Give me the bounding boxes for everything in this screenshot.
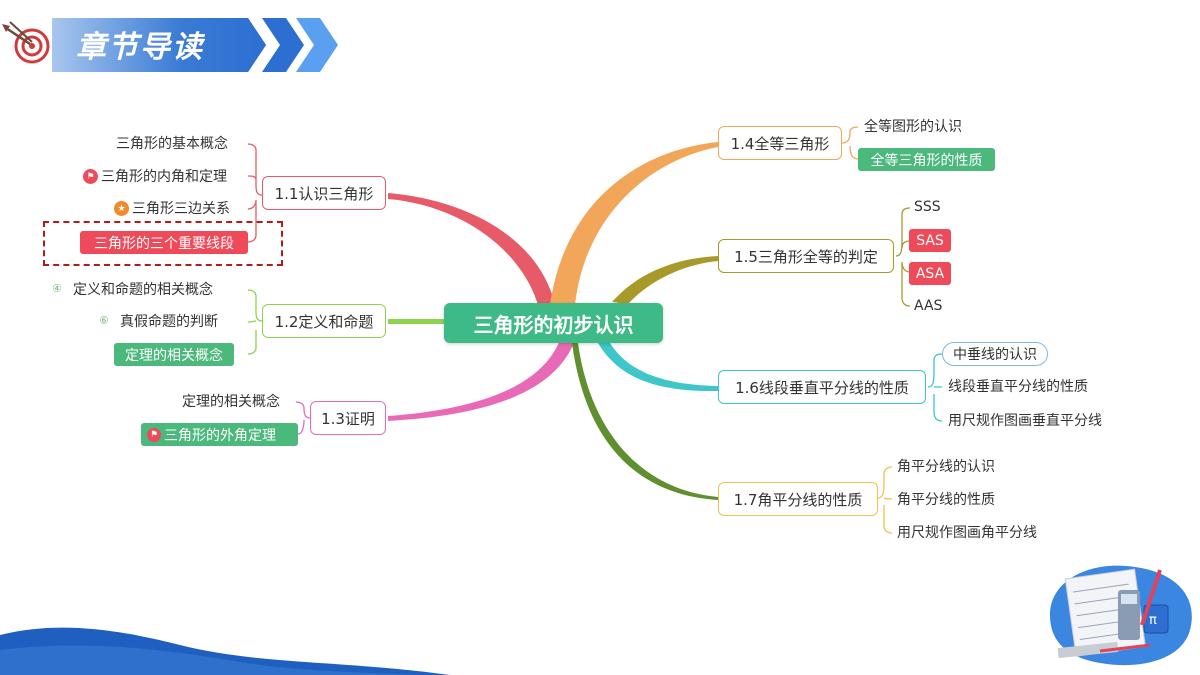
- item-1-3-2[interactable]: ⚑ 三角形的外角定理: [141, 423, 298, 446]
- connector-1-5: [612, 256, 718, 304]
- branch-1-1[interactable]: 1.1认识三角形: [262, 176, 386, 210]
- bracket-1-5: [895, 207, 911, 307]
- item-1-1-4[interactable]: 三角形的三个重要线段: [80, 231, 248, 254]
- item-1-1-3[interactable]: 三角形三边关系: [132, 201, 230, 217]
- pencil-icon: [1140, 569, 1162, 626]
- marker-4: ④: [52, 282, 62, 295]
- item-1-2-1[interactable]: 定义和命题的相关概念: [73, 282, 213, 298]
- header-title: 章节导读: [76, 30, 204, 65]
- dashed-highlight-box: [43, 221, 283, 266]
- connector-1-4: [550, 142, 718, 305]
- item-1-5-2[interactable]: SAS: [909, 229, 951, 252]
- item-1-5-4[interactable]: AAS: [914, 298, 943, 314]
- center-node[interactable]: 三角形的初步认识: [444, 303, 663, 343]
- item-1-6-2[interactable]: 线段垂直平分线的性质: [948, 379, 1088, 395]
- item-1-1-1[interactable]: 三角形的基本概念: [116, 136, 228, 152]
- header-decoration: [2, 18, 338, 72]
- item-1-5-3[interactable]: ASA: [909, 262, 951, 285]
- connector-1-7: [572, 343, 718, 500]
- bracket-1-4: [841, 126, 859, 160]
- ruler-icon: [1057, 641, 1119, 659]
- branch-1-2[interactable]: 1.2定义和命题: [262, 304, 386, 338]
- bracket-1-7: [877, 466, 893, 534]
- bracket-1-2: [247, 289, 263, 355]
- bracket-1-6: [927, 353, 943, 422]
- bottom-wave-decoration: [0, 627, 450, 675]
- branch-1-7[interactable]: 1.7角平分线的性质: [718, 482, 878, 516]
- branch-1-4[interactable]: 1.4全等三角形: [718, 126, 842, 160]
- item-1-1-2[interactable]: 三角形的内角和定理: [101, 169, 227, 185]
- dart-target-icon: [2, 21, 50, 64]
- connector-1-1: [388, 193, 555, 312]
- flag-icon: ⚑: [83, 169, 98, 184]
- connector-1-6: [598, 343, 718, 392]
- item-1-4-2[interactable]: 全等三角形的性质: [858, 148, 995, 171]
- item-1-3-2-label: 三角形的外角定理: [164, 427, 276, 444]
- item-1-5-1[interactable]: SSS: [914, 199, 941, 215]
- connector-1-3: [388, 340, 575, 421]
- star-icon: ★: [114, 201, 129, 216]
- item-1-3-1[interactable]: 定理的相关概念: [182, 394, 280, 410]
- bracket-1-3: [295, 401, 311, 435]
- item-1-6-3[interactable]: 用尺规作图画垂直平分线: [948, 413, 1102, 429]
- item-1-7-2[interactable]: 角平分线的性质: [897, 492, 995, 508]
- svg-text:π: π: [1149, 613, 1157, 628]
- bracket-1-1: [247, 143, 263, 243]
- flag-icon: ⚑: [147, 427, 161, 442]
- item-1-4-1[interactable]: 全等图形的认识: [864, 119, 962, 135]
- connector-1-2: [388, 319, 444, 324]
- branch-1-6[interactable]: 1.6线段垂直平分线的性质: [718, 370, 926, 404]
- math-illustration: π: [1050, 565, 1192, 666]
- item-1-2-2[interactable]: 真假命题的判断: [120, 314, 218, 330]
- item-1-6-1[interactable]: 中垂线的认识: [942, 342, 1048, 366]
- item-1-7-3[interactable]: 用尺规作图画角平分线: [897, 525, 1037, 541]
- branch-1-5[interactable]: 1.5三角形全等的判定: [718, 239, 894, 273]
- branch-1-3[interactable]: 1.3证明: [310, 401, 386, 435]
- header-banner-shape: [52, 18, 338, 72]
- marker-6: ⑥: [99, 314, 109, 327]
- item-1-7-1[interactable]: 角平分线的认识: [897, 459, 995, 475]
- item-1-2-3[interactable]: 定理的相关概念: [114, 343, 234, 366]
